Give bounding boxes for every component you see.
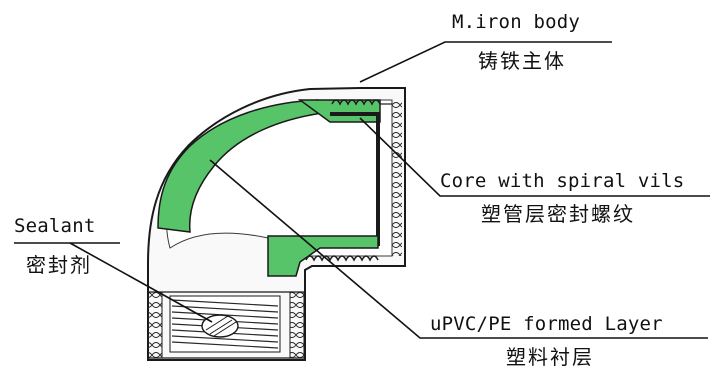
layer-label-cn: 塑料衬层 bbox=[506, 345, 594, 369]
bottom-socket bbox=[147, 291, 305, 359]
layer-leader bbox=[209, 159, 708, 339]
layer-label: uPVC/PE formed Layer bbox=[430, 313, 663, 335]
core-leader bbox=[359, 117, 710, 197]
right-wall-threads bbox=[392, 100, 402, 256]
outlet-threads bbox=[305, 255, 379, 262]
core-label: Core with spiral vils bbox=[440, 170, 685, 192]
sealant-label: Sealant bbox=[14, 215, 96, 237]
sealant-area bbox=[169, 295, 281, 353]
sealant-leader bbox=[69, 242, 213, 323]
upvc-pe-liner bbox=[157, 99, 332, 233]
sealant-label-cn: 密封剂 bbox=[26, 253, 92, 277]
lower-liner-block bbox=[267, 235, 379, 277]
upper-threads bbox=[331, 99, 392, 106]
core-label-cn: 塑管层密封螺纹 bbox=[481, 202, 635, 226]
iron-body-label: M.iron body bbox=[452, 11, 581, 33]
iron-body-leader bbox=[359, 41, 612, 83]
iron-body-label-cn: 铸铁主体 bbox=[478, 49, 566, 73]
